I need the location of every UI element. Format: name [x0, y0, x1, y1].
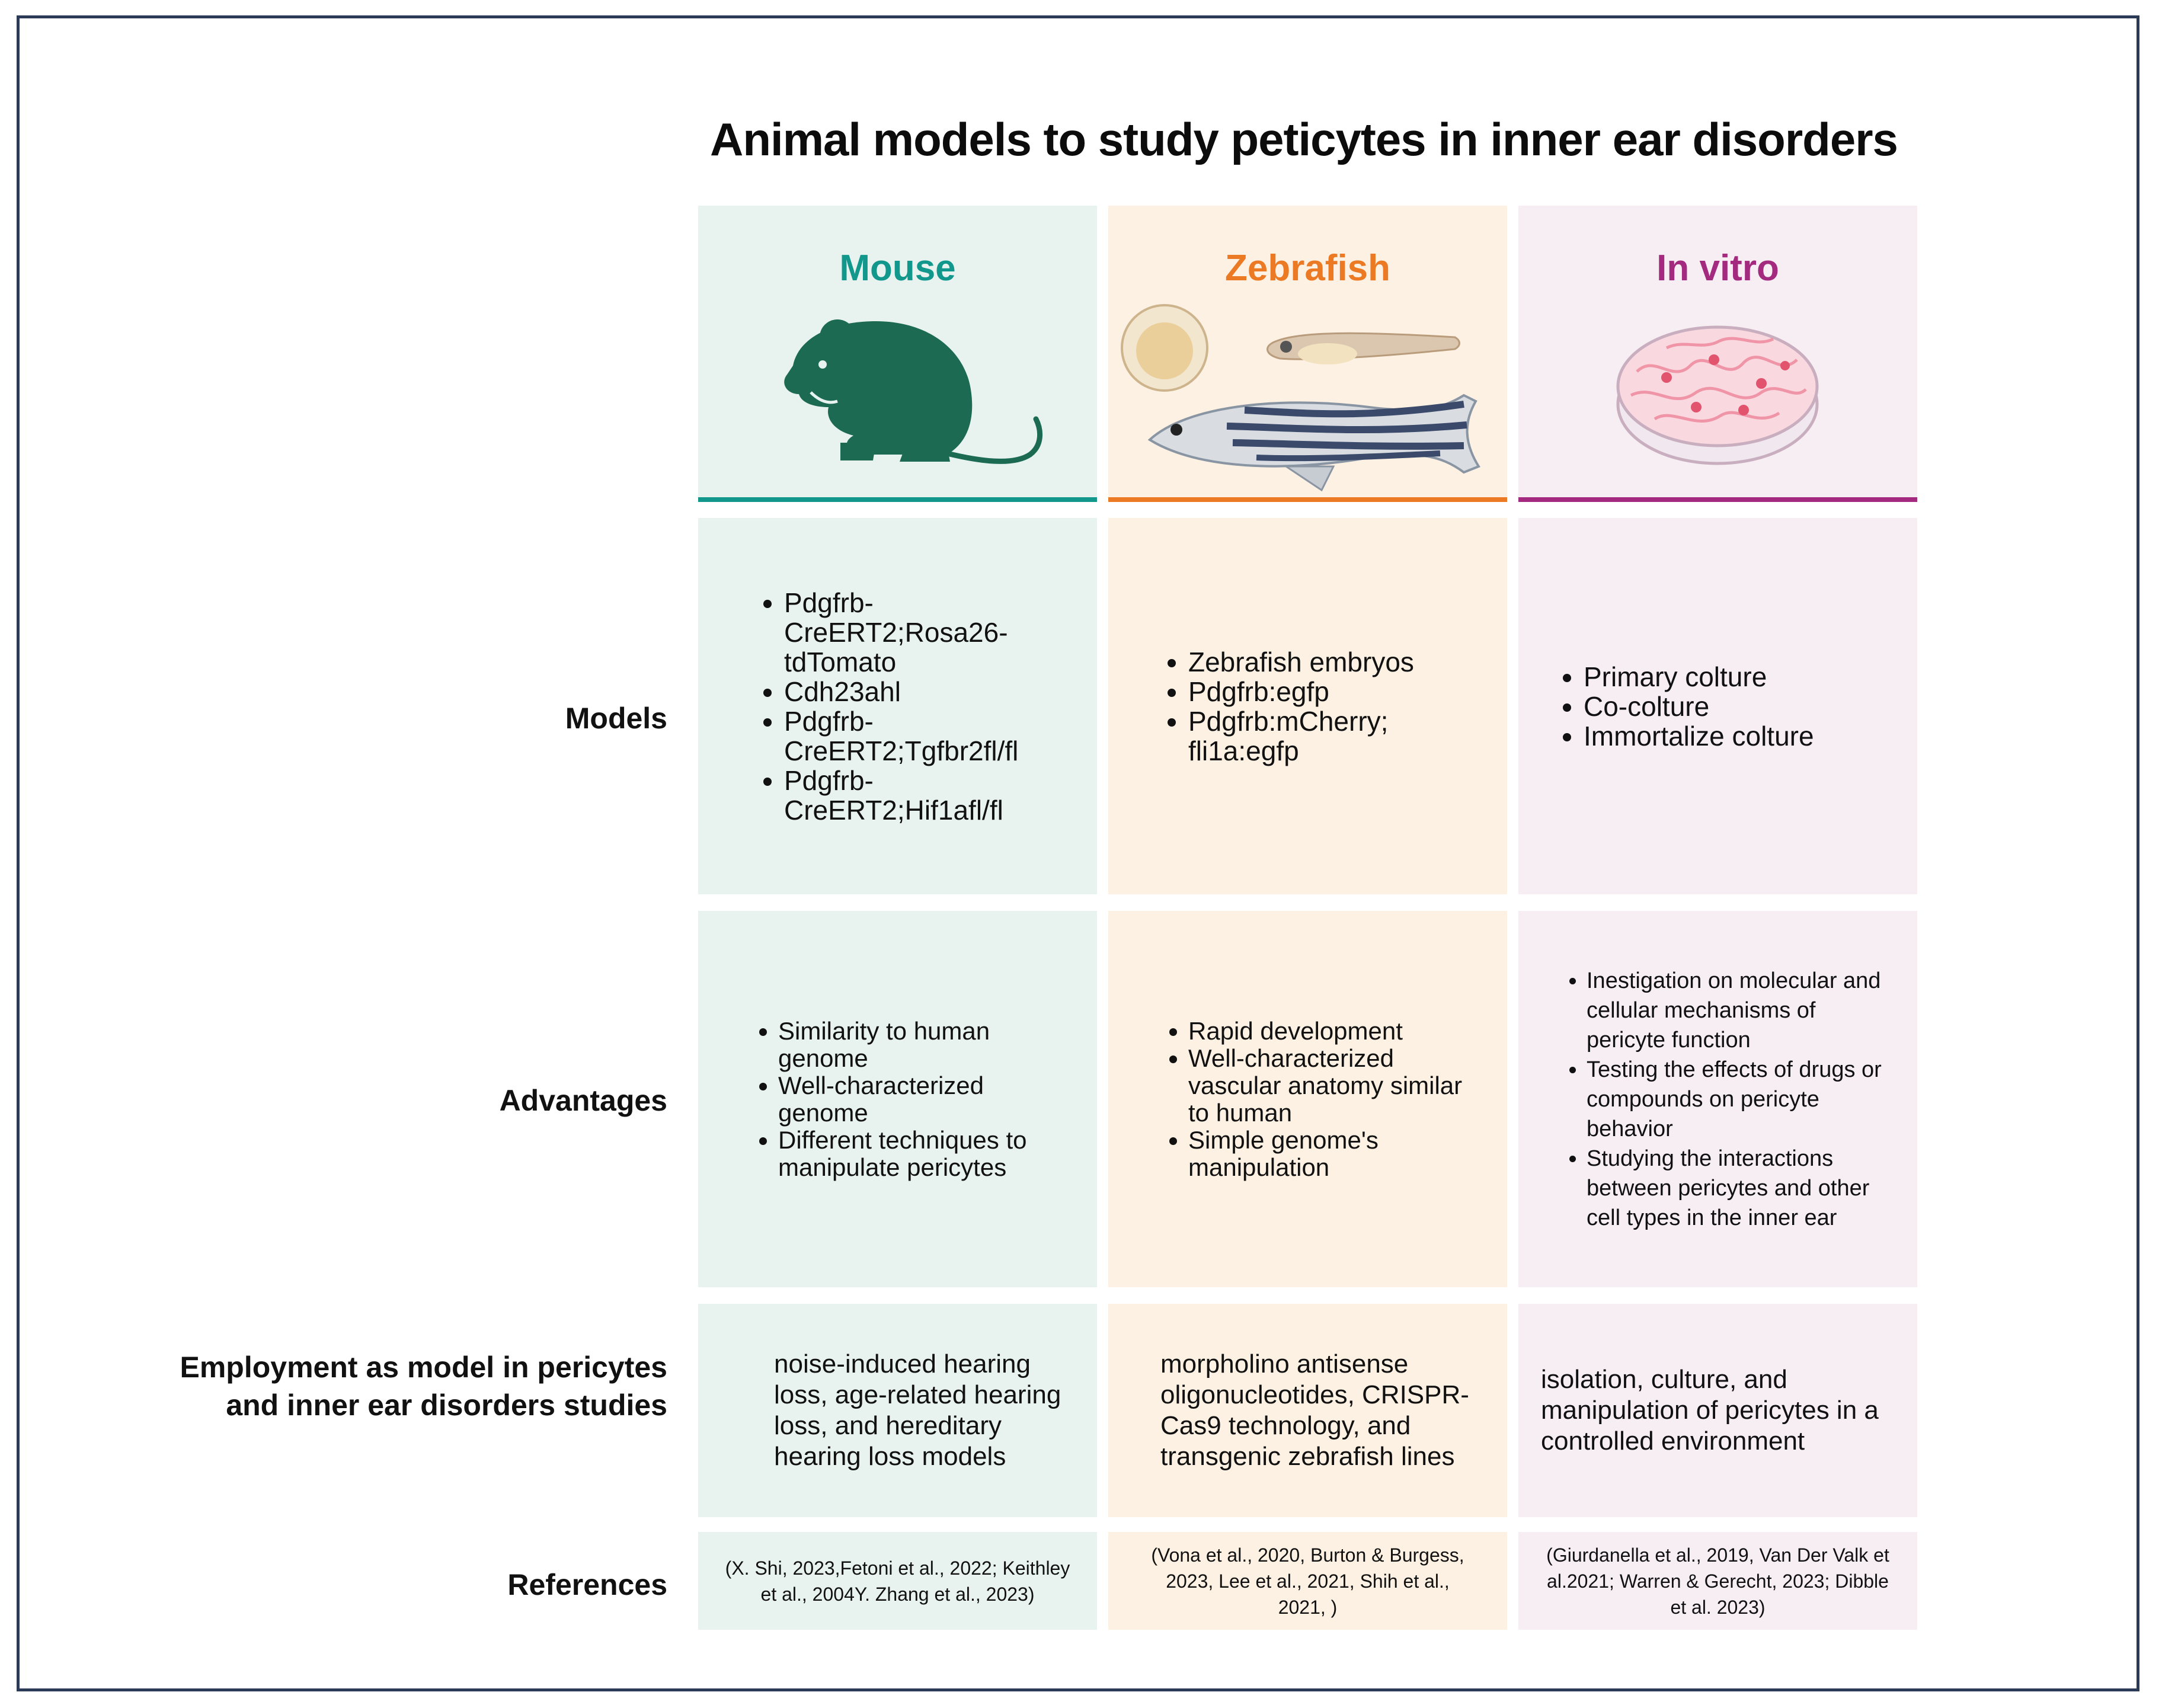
- list-item: Well-characterized genome: [778, 1072, 1057, 1127]
- models-cell-in-vitro: Primary colture Co-colture Immortalize c…: [1518, 518, 1917, 894]
- advantages-list-in-vitro: Inestigation on molecular and cellular m…: [1551, 966, 1895, 1233]
- row-label-employment: Employment as model in pericytes and inn…: [180, 1351, 668, 1422]
- header-cell-in-vitro: In vitro: [1518, 206, 1917, 502]
- list-item: Immortalize colture: [1584, 721, 1915, 751]
- employment-cell-zebrafish: morpholino antisense oligonucleotides, C…: [1108, 1304, 1507, 1517]
- models-list-mouse: Pdgfrb-CreERT2;Rosa26-tdTomato Cdh23ahl …: [749, 588, 1057, 825]
- list-item: Pdgfrb-CreERT2;Tgfbr2fl/fl: [784, 706, 1057, 766]
- list-item: Rapid development: [1188, 1017, 1467, 1045]
- employment-text-in-vitro: isolation, culture, and manipulation of …: [1541, 1365, 1879, 1456]
- in-vitro-column-underline: [1518, 497, 1917, 502]
- advantages-cell-mouse: Similarity to human genome Well-characte…: [698, 911, 1097, 1287]
- list-item: Simple genome's manipulation: [1188, 1126, 1467, 1181]
- column-title-zebrafish: Zebrafish: [1224, 248, 1391, 289]
- employment-cell-mouse: noise-induced hearing loss, age-related …: [698, 1304, 1097, 1517]
- zebrafish-illustration: [1121, 304, 1480, 492]
- list-item: Primary colture: [1584, 662, 1915, 692]
- references-cell-mouse: (X. Shi, 2023,Fetoni et al., 2022; Keith…: [698, 1532, 1097, 1630]
- advantages-list-zebrafish: Rapid development Well-characterized vas…: [1153, 1017, 1467, 1181]
- models-cell-zebrafish: Zebrafish embryos Pdgfrb:egfp Pdgfrb:mCh…: [1108, 518, 1507, 894]
- references-cell-in-vitro: (Giurdanella et al., 2019, Van Der Valk …: [1518, 1532, 1917, 1630]
- list-item: Similarity to human genome: [778, 1017, 1057, 1072]
- figure-frame: [17, 15, 2139, 1691]
- employment-cell-in-vitro: isolation, culture, and manipulation of …: [1518, 1304, 1917, 1517]
- models-cell-mouse: Pdgfrb-CreERT2;Rosa26-tdTomato Cdh23ahl …: [698, 518, 1097, 894]
- header-cell-mouse: Mouse: [698, 206, 1097, 502]
- list-item: Zebrafish embryos: [1188, 647, 1502, 677]
- references-cell-zebrafish: (Vona et al., 2020, Burton & Burgess, 20…: [1108, 1532, 1507, 1630]
- references-text-mouse: (X. Shi, 2023,Fetoni et al., 2022; Keith…: [725, 1557, 1070, 1605]
- models-list-zebrafish: Zebrafish embryos Pdgfrb:egfp Pdgfrb:mCh…: [1153, 647, 1502, 766]
- list-item: Cdh23ahl: [784, 677, 1057, 706]
- employment-text-mouse: noise-induced hearing loss, age-related …: [774, 1349, 1061, 1471]
- list-item: Different techniques to manipulate peric…: [778, 1126, 1057, 1181]
- advantages-cell-in-vitro: Inestigation on molecular and cellular m…: [1518, 911, 1917, 1287]
- references-text-in-vitro: (Giurdanella et al., 2019, Van Der Valk …: [1546, 1544, 1889, 1618]
- models-list-in-vitro: Primary colture Co-colture Immortalize c…: [1548, 662, 1915, 751]
- row-label-models: Models: [565, 702, 667, 735]
- list-item: Pdgfrb-CreERT2;Rosa26-tdTomato: [784, 588, 1057, 677]
- row-label-advantages: Advantages: [499, 1084, 667, 1117]
- advantages-cell-zebrafish: Rapid development Well-characterized vas…: [1108, 911, 1507, 1287]
- employment-text-zebrafish: morpholino antisense oligonucleotides, C…: [1160, 1349, 1469, 1471]
- advantages-list-mouse: Similarity to human genome Well-characte…: [743, 1017, 1057, 1181]
- figure-title: Animal models to study peticytes in inne…: [710, 113, 1898, 165]
- list-item: Studying the interactions between pericy…: [1587, 1144, 1895, 1233]
- column-title-mouse: Mouse: [839, 248, 956, 289]
- header-cell-zebrafish: Zebrafish: [1108, 206, 1507, 502]
- zebrafish-column-underline: [1108, 497, 1507, 502]
- list-item: Pdgfrb-CreERT2;Hif1afl/fl: [784, 766, 1057, 825]
- list-item: Inestigation on molecular and cellular m…: [1587, 966, 1895, 1055]
- mouse-column-underline: [698, 497, 1097, 502]
- row-label-references: References: [507, 1568, 667, 1601]
- zebrafish-larva-icon: [1267, 332, 1460, 364]
- list-item: Pdgfrb:mCherry; fli1a:egfp: [1188, 706, 1502, 766]
- zebrafish-adult-icon: [1147, 394, 1480, 492]
- column-title-in-vitro: In vitro: [1656, 248, 1779, 289]
- list-item: Co-colture: [1584, 692, 1915, 721]
- zebrafish-egg-icon: [1121, 304, 1208, 392]
- list-item: Pdgfrb:egfp: [1188, 677, 1502, 706]
- list-item: Testing the effects of drugs or compound…: [1587, 1055, 1895, 1144]
- mouse-icon: [784, 319, 1043, 464]
- petri-dish-icon: [1616, 325, 1819, 465]
- references-text-zebrafish: (Vona et al., 2020, Burton & Burgess, 20…: [1151, 1544, 1464, 1618]
- list-item: Well-characterized vascular anatomy simi…: [1188, 1044, 1467, 1127]
